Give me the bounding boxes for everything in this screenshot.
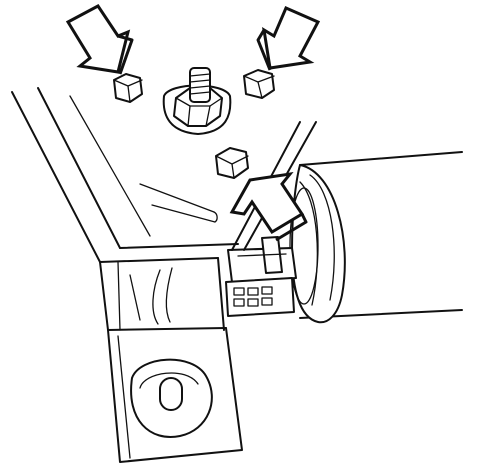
lower-mounting-plate — [107, 327, 243, 463]
connector-pins — [233, 286, 273, 307]
stud-bolt-center — [162, 67, 232, 135]
arrow-upper-right — [256, 6, 321, 71]
hex-nut-lower — [215, 147, 249, 179]
arrow-upper-left — [65, 4, 134, 75]
cylindrical-housing — [289, 151, 463, 324]
hex-nut-right — [243, 69, 275, 99]
electrical-connector — [225, 121, 317, 317]
arrow-center — [229, 171, 308, 242]
slot-hole — [159, 377, 183, 411]
hex-nut-left — [113, 73, 143, 103]
mounting-bracket — [11, 87, 239, 331]
